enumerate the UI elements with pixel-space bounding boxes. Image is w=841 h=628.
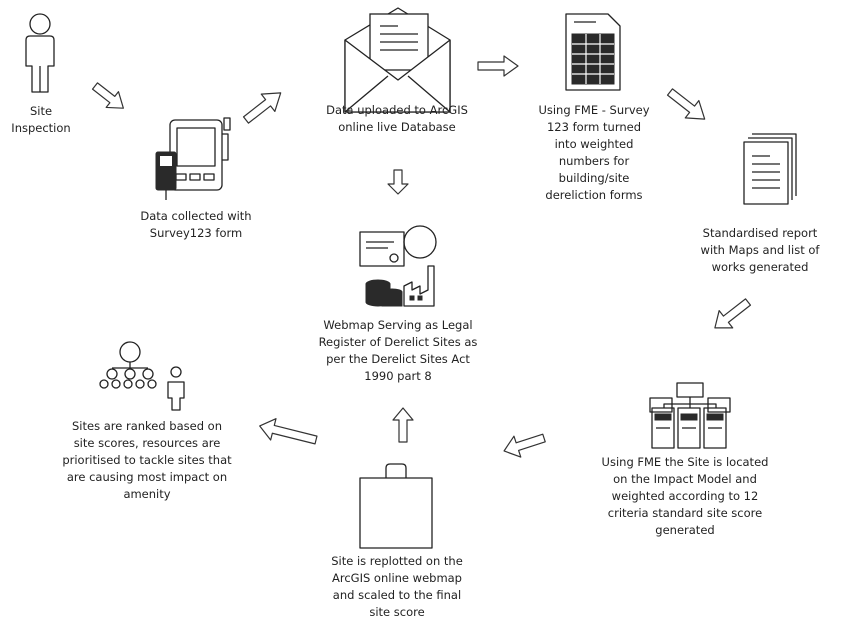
arrow-fme-to-report <box>666 88 706 120</box>
label-line: online live Database <box>338 120 456 134</box>
arrow-replot-to-register <box>392 407 414 443</box>
label-line: numbers for <box>559 154 630 168</box>
register-cluster-icon <box>359 225 437 307</box>
mobile-device-icon <box>155 117 231 200</box>
arrow-replot-to-ranked <box>259 418 318 445</box>
arrow-inspection-to-collection <box>91 82 124 109</box>
label-line: Register of Derelict Sites as <box>319 335 478 349</box>
server-model-icon <box>649 382 731 449</box>
arrow-upload-to-fme <box>477 55 519 77</box>
step-label-fme-impact: Using FME the Site is located on the Impa… <box>602 455 769 537</box>
spreadsheet-icon <box>565 13 621 91</box>
label-line: on the Impact Model and <box>613 472 757 486</box>
step-label-fme-survey: Using FME - Survey 123 form turned into we… <box>538 103 649 202</box>
step-label-standardised-report: Standardised report with Maps and list of… <box>701 226 821 274</box>
label-line: Using FME - Survey <box>538 103 649 117</box>
step-label-data-uploaded: Data uploaded to ArcGIS online live Datab… <box>326 103 468 134</box>
label-line: and scaled to the final <box>333 588 461 602</box>
label-line: into weighted <box>555 137 634 151</box>
label-line: Site is replotted on the <box>331 554 463 568</box>
label-line: Survey123 form <box>150 226 242 240</box>
label-line: with Maps and list of <box>701 243 821 257</box>
envelope-icon <box>344 7 451 113</box>
label-line: weighted according to 12 <box>612 489 759 503</box>
label-line: criteria standard site score <box>608 506 762 520</box>
label-line: are causing most impact on <box>67 470 227 484</box>
arrow-upload-to-register <box>387 169 409 195</box>
label-line: per the Derelict Sites Act <box>326 352 470 366</box>
label-line: site score <box>369 605 424 619</box>
label-line: 123 form turned <box>547 120 641 134</box>
label-line: 1990 part 8 <box>364 369 431 383</box>
report-document-icon <box>743 133 797 205</box>
label-line: ArcGIS online webmap <box>332 571 462 585</box>
step-label-sites-ranked: Sites are ranked based on site scores, re… <box>62 419 232 501</box>
label-line: site scores, resources are <box>74 436 221 450</box>
label-line: Site <box>30 104 52 118</box>
arrow-report-to-impact <box>714 298 752 329</box>
label-line: Standardised report <box>703 226 818 240</box>
label-line: Data uploaded to ArcGIS <box>326 103 468 117</box>
label-line: Data collected with <box>140 209 251 223</box>
label-line: building/site <box>559 171 630 185</box>
org-chart-icon <box>99 341 185 411</box>
label-line: amenity <box>123 487 170 501</box>
label-line: works generated <box>712 260 809 274</box>
label-line: generated <box>655 523 714 537</box>
label-line: prioritised to tackle sites that <box>62 453 232 467</box>
person-icon <box>25 13 55 93</box>
label-line: dereliction forms <box>545 188 642 202</box>
bag-icon <box>359 463 433 549</box>
arrow-collection-to-upload <box>242 92 282 124</box>
label-line: Inspection <box>11 121 70 135</box>
arrow-impact-to-replot <box>503 433 546 458</box>
label-line: Using FME the Site is located <box>602 455 769 469</box>
label-line: Webmap Serving as Legal <box>323 318 472 332</box>
label-line: Sites are ranked based on <box>72 419 222 433</box>
